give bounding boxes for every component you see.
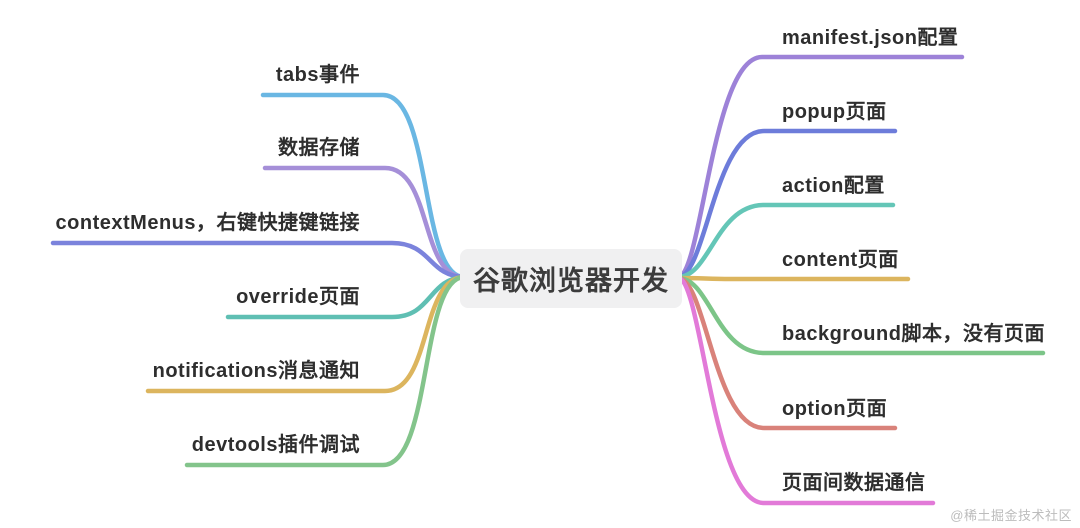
branch-line-manifest-config <box>675 54 965 280</box>
branch-node-tabs-events[interactable]: tabs事件 <box>275 64 360 86</box>
branch-line-devtools <box>184 274 467 468</box>
watermark-text: @稀土掘金技术社区 <box>950 508 1072 523</box>
branch-line-tabs-events <box>260 92 467 280</box>
branch-node-override-page[interactable]: override页面 <box>236 286 360 308</box>
central-topic-node[interactable]: 谷歌浏览器开发 <box>460 249 682 308</box>
branch-node-context-menus[interactable]: contextMenus，右键快捷键链接 <box>55 212 360 234</box>
branch-line-content-page <box>675 275 911 282</box>
branch-line-background-script <box>675 275 1046 356</box>
branch-line-data-storage <box>262 165 467 280</box>
branch-node-devtools[interactable]: devtools插件调试 <box>191 434 360 456</box>
branch-line-action-config <box>675 202 896 280</box>
branch-line-option-page <box>675 275 898 431</box>
branch-node-background-script[interactable]: background脚本，没有页面 <box>782 323 1045 345</box>
branch-node-content-page[interactable]: content页面 <box>782 249 899 271</box>
branch-node-popup-page[interactable]: popup页面 <box>782 101 887 123</box>
branch-node-manifest-config[interactable]: manifest.json配置 <box>782 27 959 49</box>
branch-node-page-messaging[interactable]: 页面间数据通信 <box>782 472 926 494</box>
branch-node-notifications[interactable]: notifications消息通知 <box>152 360 360 382</box>
branch-line-context-menus <box>50 240 467 280</box>
branch-node-option-page[interactable]: option页面 <box>782 398 888 420</box>
branch-node-action-config[interactable]: action配置 <box>782 175 885 197</box>
branch-line-notifications <box>145 274 467 394</box>
branch-line-page-messaging <box>675 275 936 506</box>
branch-node-data-storage[interactable]: 数据存储 <box>278 137 360 159</box>
branch-line-popup-page <box>675 128 898 280</box>
